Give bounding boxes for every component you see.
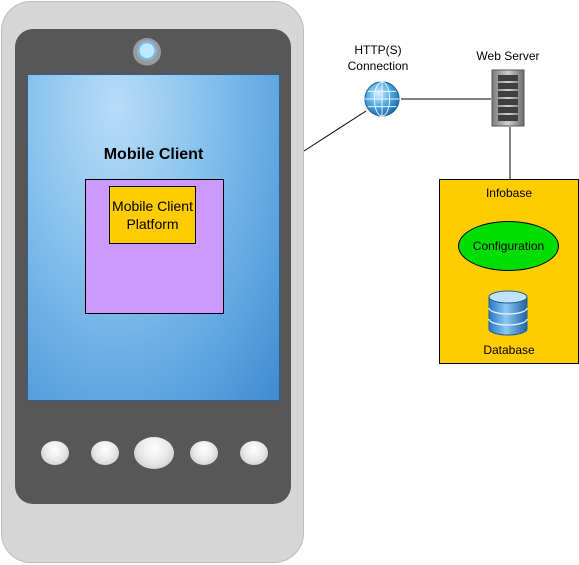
globe-icon xyxy=(364,81,400,117)
database-label: Database xyxy=(483,343,535,357)
server-icon xyxy=(491,69,525,127)
phone-home-button[interactable] xyxy=(134,437,174,469)
mobile-client-platform-box: Mobile Client Platform xyxy=(109,186,196,244)
mobile-client-title: Mobile Client xyxy=(103,146,204,163)
configuration-label: Configuration xyxy=(472,239,545,253)
infobase-label: Infobase xyxy=(485,186,533,200)
configuration-ellipse: Configuration xyxy=(458,221,559,271)
phone-to-connection-line xyxy=(303,110,367,152)
phone-button-4[interactable] xyxy=(240,441,268,465)
database-icon xyxy=(488,290,528,336)
phone-button-3[interactable] xyxy=(190,441,218,465)
phone-button-2[interactable] xyxy=(91,441,119,465)
phone-button-1[interactable] xyxy=(41,441,69,465)
mobile-client-platform-label: Mobile Client Platform xyxy=(112,198,193,232)
camera-icon xyxy=(133,38,161,66)
web-server-label: Web Server xyxy=(476,49,540,63)
connection-label: HTTP(S) Connection xyxy=(347,43,409,73)
